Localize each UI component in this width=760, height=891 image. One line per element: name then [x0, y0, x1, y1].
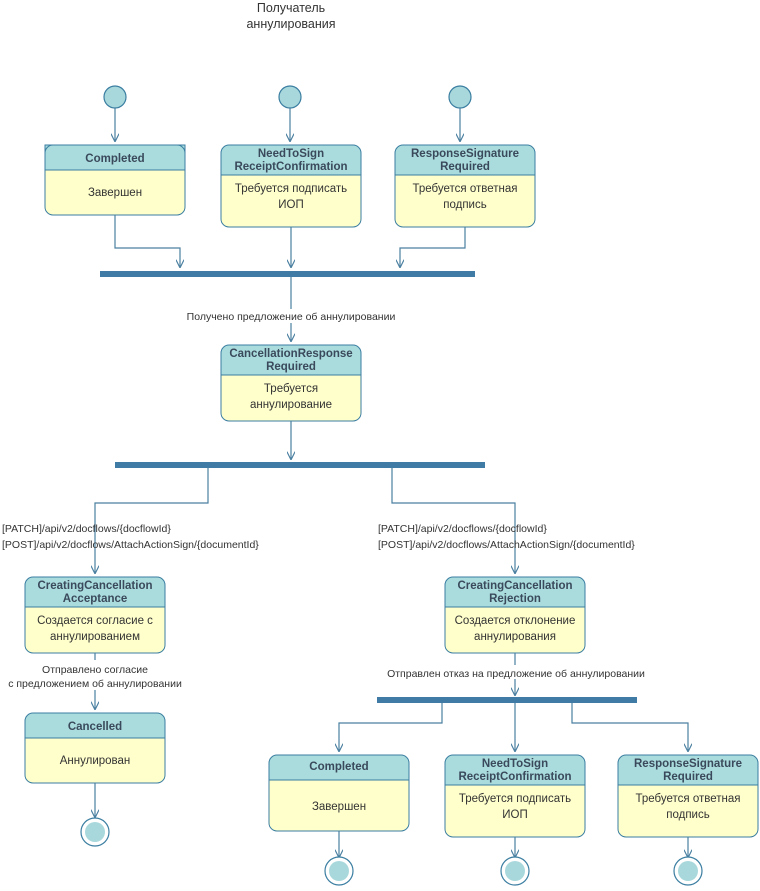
edge-label-acceptance-line1: Отправлено согласие: [42, 664, 148, 676]
state-body-line1: Требуется подписать: [235, 183, 347, 195]
state-body: [220, 174, 362, 228]
state-cancellation-response-required[interactable]: CancellationResponse Required Требуется …: [220, 344, 362, 422]
state-body: [268, 779, 410, 832]
edge-label-backdrop: [185, 309, 397, 323]
diagram-title: Получатель аннулирования: [246, 1, 335, 31]
state-title-line1: ResponseSignature: [634, 758, 742, 770]
state-body-line2: подпись: [666, 809, 709, 821]
edge-label-rejection: Отправлен отказ на предложение об аннули…: [387, 668, 645, 680]
state-responsesignature-required-bottom[interactable]: ResponseSignature Required Требуется отв…: [617, 754, 759, 838]
state-title-line1: CreatingCancellation: [457, 580, 572, 592]
state-title-line2: Acceptance: [63, 593, 128, 605]
state-needtosign-receiptconfirmation-top[interactable]: NeedToSign ReceiptConfirmation Требуется…: [220, 144, 362, 228]
fork-bar-2: [115, 462, 485, 468]
api-label-left-line2: [POST]/api/v2/docflows/AttachActionSign/…: [2, 539, 259, 551]
state-body-line1: Завершен: [88, 187, 142, 199]
state-body: [220, 374, 362, 422]
edge-label-acceptance-line2: с предложением об аннулировании: [8, 678, 182, 690]
state-body-line1: Требуется подписать: [459, 793, 571, 805]
state-completed-bottom[interactable]: Completed Завершен: [268, 754, 410, 832]
state-completed-top[interactable]: Completed Завершен: [44, 144, 186, 216]
final-node-cancelled: [80, 817, 110, 847]
state-body-line2: аннулирование: [250, 399, 332, 411]
state-body-line2: подпись: [443, 199, 486, 211]
state-title-line2: Rejection: [489, 593, 541, 605]
state-title-line1: ResponseSignature: [411, 148, 519, 160]
edge-label-join1: Получено предложение об аннулировании: [187, 311, 396, 323]
api-label-right-line1: [PATCH]/api/v2/docflows/{docflowId}: [378, 523, 547, 535]
state-body: [444, 606, 586, 654]
state-body-line1: Аннулирован: [60, 755, 131, 767]
state-cancelled[interactable]: Cancelled Аннулирован: [24, 712, 166, 784]
initial-node-3: [448, 85, 472, 109]
edge-label-backdrop: [380, 665, 652, 679]
state-body: [24, 737, 166, 784]
diagram-title-line1: Получатель: [257, 1, 325, 15]
state-body: [617, 784, 759, 838]
diagram-title-line2: аннулирования: [246, 17, 335, 31]
flow-fork2-to-acceptance: [95, 468, 209, 573]
final-node-completed-bottom: [324, 856, 354, 886]
flow-fork3-to-completed: [339, 703, 443, 751]
api-label-left-line1: [PATCH]/api/v2/docflows/{docflowId}: [2, 523, 171, 535]
state-body-line1: Завершен: [312, 801, 366, 813]
state-body-line1: Требуется ответная: [413, 183, 518, 195]
state-body: [24, 606, 166, 654]
state-body-line1: Создается отклонение: [455, 615, 576, 627]
state-title-line2: ReceiptConfirmation: [234, 161, 347, 173]
state-creating-cancellation-acceptance[interactable]: CreatingCancellation Acceptance Создаетс…: [24, 576, 166, 654]
state-title-line2: Required: [266, 361, 316, 373]
state-title-line1: NeedToSign: [482, 758, 548, 770]
final-node-needtosign-bottom: [500, 856, 530, 886]
state-title-line1: CancellationResponse: [229, 348, 352, 360]
join-bar-1: [100, 271, 475, 277]
flow-responsesignature-to-join1: [400, 227, 466, 267]
state-title: Completed: [85, 153, 144, 165]
final-node-responsesignature-bottom: [673, 856, 703, 886]
state-body: [394, 174, 536, 228]
flow-completed-to-join1: [114, 215, 180, 267]
state-body: [44, 169, 186, 216]
state-creating-cancellation-rejection[interactable]: CreatingCancellation Rejection Создается…: [444, 576, 586, 654]
initial-node-2: [278, 85, 302, 109]
fork-bar-3: [377, 697, 637, 703]
flow-fork2-to-rejection: [391, 468, 515, 573]
state-body-line1: Требуется: [264, 383, 318, 395]
state-body-line2: аннулированием: [50, 631, 140, 643]
state-body-line2: аннулирования: [474, 631, 556, 643]
state-title: Cancelled: [68, 721, 122, 733]
state-body: [444, 784, 586, 838]
state-title: Completed: [309, 761, 368, 773]
state-title-line2: Required: [663, 771, 713, 783]
state-body-line2: ИОП: [502, 809, 527, 821]
state-responsesignature-required-top[interactable]: ResponseSignature Required Требуется отв…: [394, 144, 536, 228]
flow-fork3-to-responsesignature: [571, 703, 688, 751]
state-needtosign-receiptconfirmation-bottom[interactable]: NeedToSign ReceiptConfirmation Требуется…: [444, 754, 586, 838]
api-label-right-line2: [POST]/api/v2/docflows/AttachActionSign/…: [378, 539, 635, 551]
state-body-line1: Требуется ответная: [636, 793, 741, 805]
initial-node-1: [103, 85, 127, 109]
state-body-line2: ИОП: [278, 199, 303, 211]
state-title-line1: NeedToSign: [258, 148, 324, 160]
state-body-line1: Создается согласие с: [37, 615, 153, 627]
state-title-line1: CreatingCancellation: [37, 580, 152, 592]
edge-label-backdrop: [6, 660, 184, 690]
state-title-line2: Required: [440, 161, 490, 173]
state-title-line2: ReceiptConfirmation: [458, 771, 571, 783]
